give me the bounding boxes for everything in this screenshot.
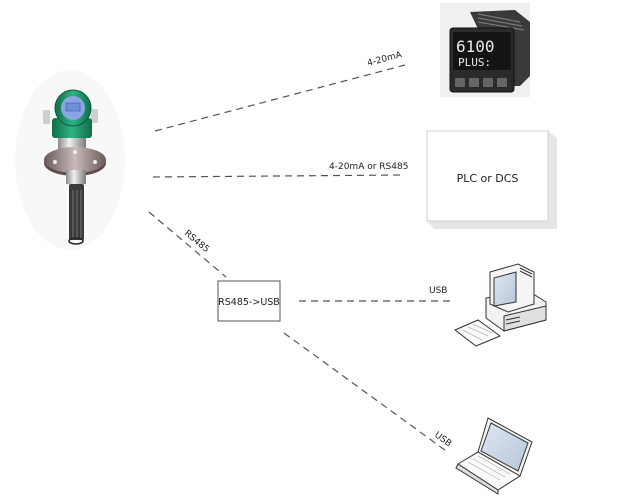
dashed-line [148,211,227,278]
bracket-right [91,109,98,123]
connection-label: USB [432,430,453,449]
converter-label: RS485->USB [218,297,280,308]
flange-bolt [73,150,77,154]
plc-box [426,130,549,222]
controller-key [483,78,493,87]
connection-label: USB [429,286,447,296]
sensor-transmitter[interactable] [15,70,125,250]
flange-top [44,147,106,173]
desktop-computer[interactable] [454,263,547,347]
connection-converter-desktop: USB [299,286,450,302]
converter-node[interactable]: RS485->USB [217,280,281,322]
converter-box [217,280,281,322]
flange-bolt [93,160,97,164]
connection-label: 4-20mA [366,50,404,69]
controller-display-value: 6100 [456,37,495,56]
connection-sensor-controller: 4-20mA [154,50,406,132]
connection-label: 4-20mA or RS485 [329,162,408,172]
sensor-shaft [66,170,86,184]
probe-tip [68,237,84,245]
connection-sensor-plc: 4-20mA or RS485 [152,162,408,178]
panel-controller[interactable]: 6100 PLUS: [440,3,530,97]
connection-converter-laptop: USB [283,332,453,454]
connection-sensor-converter: RS485 [148,211,227,278]
plc-label: PLC or DCS [457,172,519,185]
controller-key [497,78,507,87]
controller-display [453,32,511,70]
controller-display-text: PLUS: [458,56,491,69]
dashed-line [152,174,403,178]
dashed-line [154,64,406,132]
controller-key [455,78,465,87]
laptop-screen-icon [480,422,529,472]
dashed-line [283,332,450,454]
desktop-keyboard [454,319,502,347]
controller-key [469,78,479,87]
bracket-left [43,110,50,124]
lcd-display-icon [65,102,81,112]
desktop-screen-icon [493,271,517,307]
laptop-computer[interactable] [455,417,533,495]
connection-label: RS485 [182,229,211,255]
plc-dcs-node[interactable]: PLC or DCS [426,130,557,229]
flange-bolt [53,160,57,164]
